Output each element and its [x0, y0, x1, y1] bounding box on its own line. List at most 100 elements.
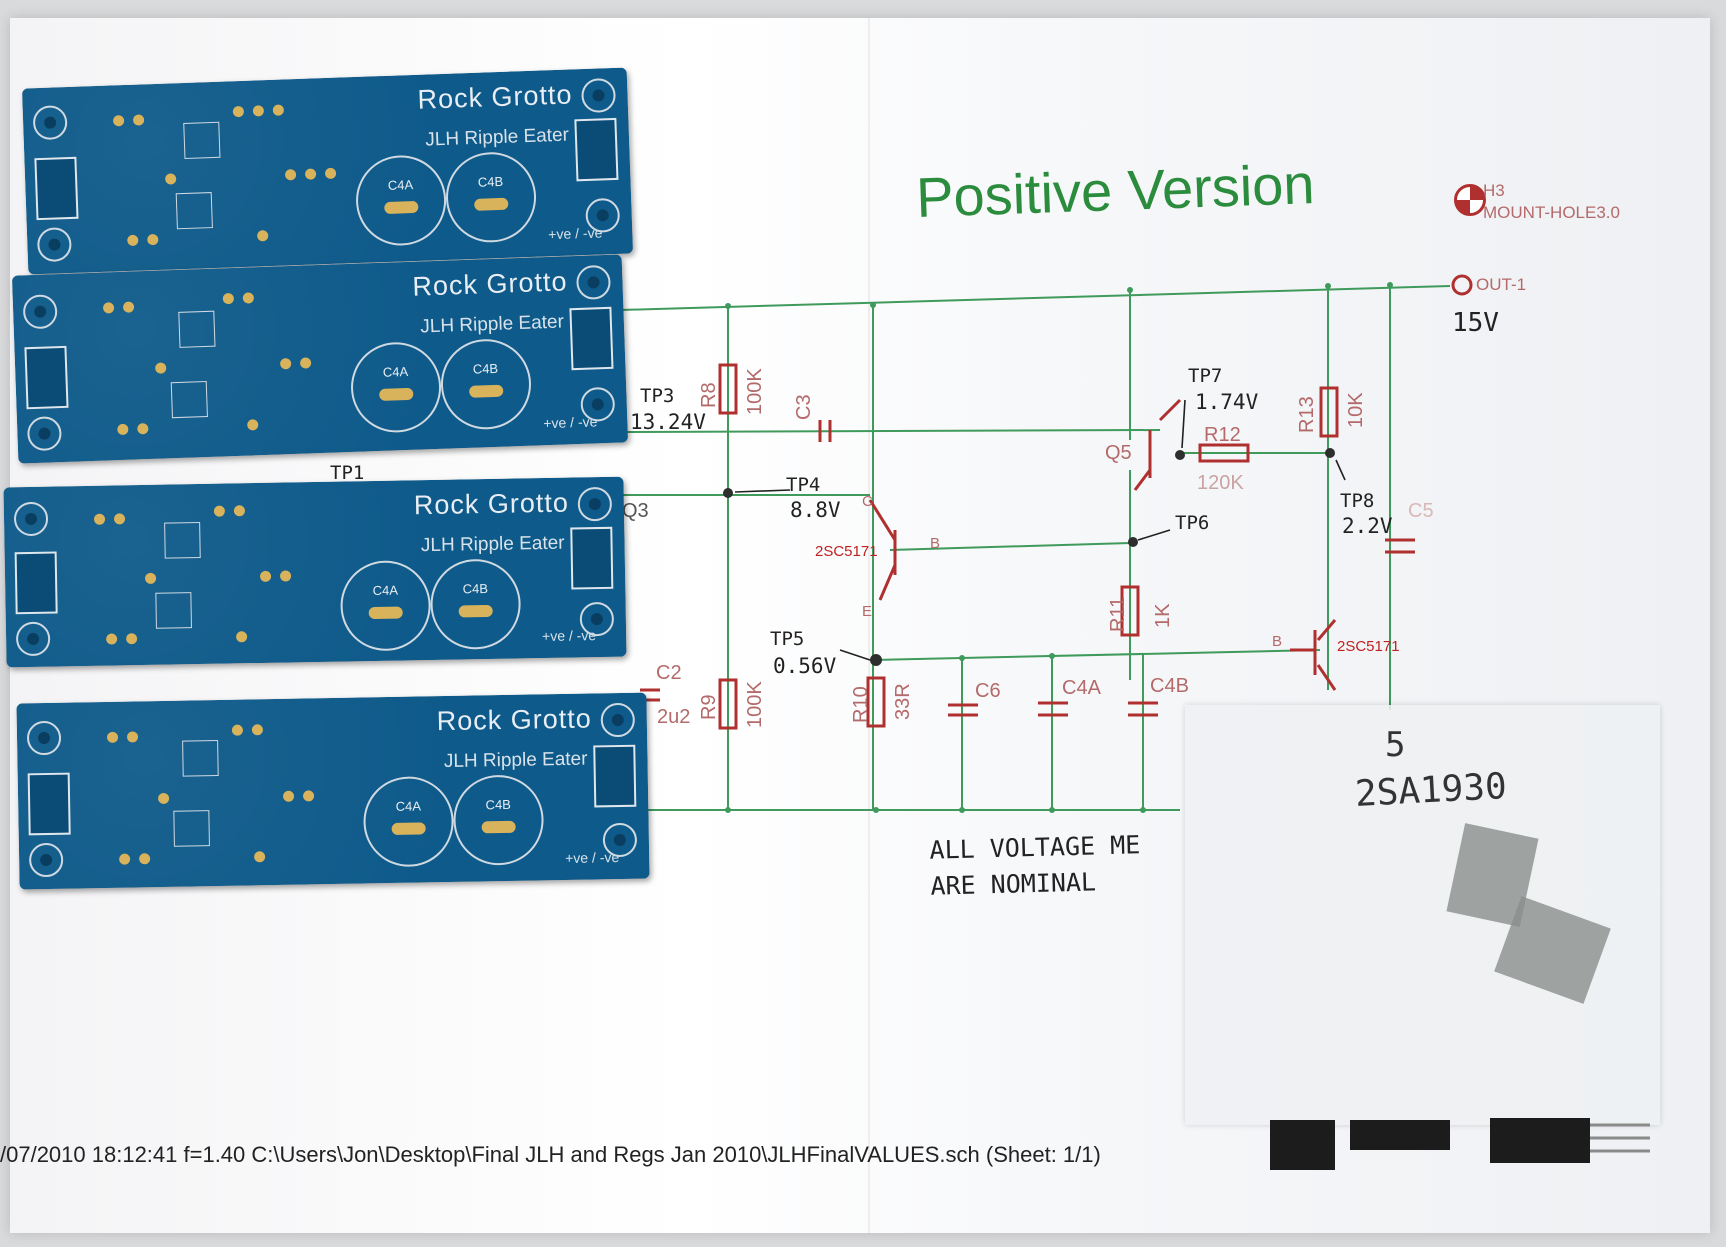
label-c3: C3: [793, 394, 815, 420]
label-r12-value: 120K: [1197, 472, 1244, 494]
tp5-voltage: 0.56V: [773, 654, 837, 678]
mount-hole-icon: [1454, 184, 1486, 216]
label-collector: C: [862, 493, 873, 510]
pcb-cap-c4a: C4A: [339, 559, 432, 652]
pcb-component-outline: [173, 810, 210, 847]
label-r12: R12: [1204, 424, 1241, 446]
pcb-cap-c4a: C4A: [349, 340, 443, 434]
pcb-mount-hole: [26, 416, 63, 452]
mount-hole-ref: H3: [1483, 181, 1505, 200]
label-q5: Q5: [1105, 442, 1132, 464]
label-q3: Q3: [622, 500, 649, 522]
schematic-title: Positive Version: [915, 152, 1316, 229]
pcb-mount-hole: [15, 621, 51, 657]
tp6-label: TP6: [1175, 512, 1210, 534]
pcb-cap-c4b: C4B: [452, 774, 545, 866]
pcb-product: JLH Ripple Eater: [420, 532, 565, 557]
label-r9: R9: [698, 694, 720, 720]
pcb-cap-label: C4A: [382, 363, 409, 380]
pcb-board-1: Rock Grotto JLH Ripple Eater C4A C4B +ve…: [21, 67, 634, 275]
pcb-brand: Rock Grotto: [411, 266, 568, 302]
label-transistor-left: 2SC5171: [815, 543, 878, 560]
pcb-mount-hole: [13, 501, 49, 537]
pcb-mount-hole: [28, 842, 64, 878]
pcb-component-outline: [175, 192, 213, 230]
label-r9-value: 100K: [744, 681, 766, 728]
tp4-voltage: 8.8V: [790, 498, 841, 522]
mount-hole-type: MOUNT-HOLE3.0: [1483, 203, 1620, 222]
pcb-cap-c4a: C4A: [354, 153, 448, 247]
output-label: OUT-1: [1476, 275, 1527, 294]
tp3-label: TP3: [640, 385, 675, 407]
mount-hole-label: H3 MOUNT-HOLE3.0: [1483, 180, 1620, 224]
pcb-cap-label: C4A: [387, 177, 414, 193]
pcb-cap-c4b: C4B: [439, 337, 533, 431]
label-r10: R10: [850, 686, 872, 723]
label-r11-value: 1K: [1152, 603, 1174, 628]
pcb-component-outline: [164, 521, 201, 559]
pcb-board-3: Rock Grotto JLH Ripple Eater C4A C4B +ve…: [3, 476, 627, 668]
output-voltage: 15V: [1452, 308, 1499, 338]
pcb-product: JLH Ripple Eater: [419, 311, 565, 338]
pcb-component-outline: [182, 739, 219, 777]
label-r13-value: 10K: [1345, 392, 1367, 428]
pcb-mount-hole: [602, 822, 638, 858]
pcb-product: JLH Ripple Eater: [443, 748, 588, 773]
transistor-part: [1350, 1120, 1450, 1150]
label-emitter: E: [862, 603, 873, 620]
label-c6: C6: [975, 680, 1001, 702]
pcb-mount-hole: [22, 294, 58, 330]
pcb-output-terminal: [593, 744, 637, 808]
tp8-label: TP8: [1340, 490, 1375, 512]
transistor-part: [1490, 1118, 1590, 1163]
label-r13: R13: [1296, 396, 1318, 433]
tp8-voltage: 2.2V: [1342, 514, 1393, 538]
pcb-output-terminal: [570, 526, 614, 590]
pcb-mount-hole: [36, 226, 72, 263]
pcb-board-2: Rock Grotto JLH Ripple Eater C4A C4B +ve…: [11, 254, 629, 464]
label-base-left: B: [930, 535, 941, 552]
pcb-output-terminal: [569, 306, 614, 371]
pcb-input-terminal: [14, 551, 58, 615]
schematic-footer: /07/2010 18:12:41 f=1.40 C:\Users\Jon\De…: [0, 1142, 1101, 1167]
pcb-mount-hole: [600, 702, 636, 738]
pcb-board-4: Rock Grotto JLH Ripple Eater C4A C4B +ve…: [16, 692, 650, 890]
voltage-note-line1: ALL VOLTAGE ME: [929, 830, 1141, 865]
pcb-mount-hole: [585, 197, 621, 234]
label-r8-value: 100K: [744, 368, 766, 415]
tp7-voltage: 1.74V: [1195, 390, 1259, 414]
pcb-brand: Rock Grotto: [417, 79, 573, 115]
pcb-product: JLH Ripple Eater: [424, 124, 570, 151]
pcb-cap-label: C4B: [477, 173, 504, 190]
label-c4a: C4A: [1062, 677, 1101, 699]
pcb-mount-hole: [579, 601, 615, 637]
tp3-voltage: 13.24V: [630, 410, 706, 434]
label-c5: C5: [1408, 500, 1434, 522]
label-c4b: C4B: [1150, 675, 1189, 697]
pcb-mount-hole: [577, 486, 613, 522]
pcb-brand: Rock Grotto: [436, 703, 593, 737]
pcb-cap-c4b: C4B: [444, 150, 538, 244]
pcb-input-terminal: [27, 772, 71, 836]
pcb-cap-label: C4A: [395, 798, 422, 814]
transistor-bag: 5 2SA1930: [1185, 705, 1660, 1125]
pcb-cap-label: C4A: [372, 582, 399, 598]
paper-fold: [868, 18, 870, 1233]
label-r10-value: 33R: [892, 683, 914, 720]
transistor-part: [1270, 1120, 1335, 1170]
pcb-cap-label: C4B: [485, 796, 512, 813]
label-c2: C2: [656, 662, 682, 684]
pcb-brand: Rock Grotto: [413, 487, 570, 521]
voltage-note-line2: ARE NOMINAL: [930, 867, 1097, 901]
pcb-mount-hole: [32, 105, 68, 141]
bag-part-number: 2SA1930: [1354, 766, 1508, 815]
pcb-component-outline: [155, 592, 192, 629]
pcb-output-terminal: [574, 117, 619, 182]
pcb-input-terminal: [34, 156, 79, 221]
tp7-label: TP7: [1188, 365, 1223, 387]
pcb-mount-hole: [580, 77, 617, 114]
label-c2-value: 2u2: [657, 706, 691, 728]
pcb-cap-c4b: C4B: [429, 558, 522, 650]
